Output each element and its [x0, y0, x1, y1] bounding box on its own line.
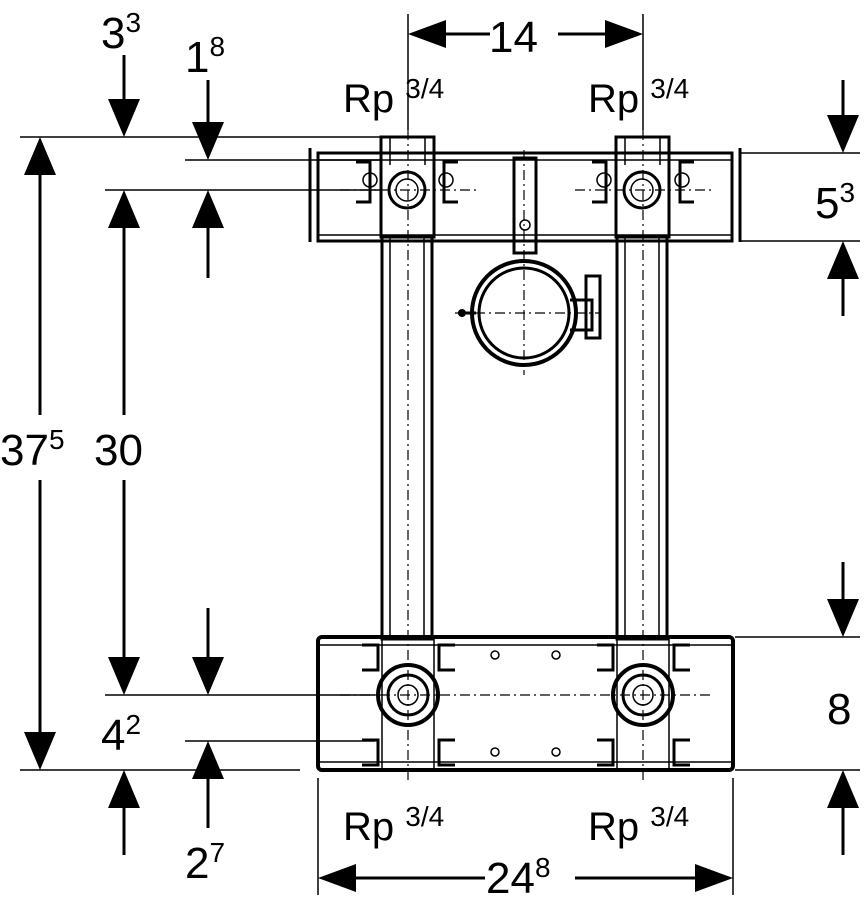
dim-label-14: 14 [489, 13, 538, 62]
top-mounting-rail [308, 148, 742, 243]
thread-label-top-left: Rp 3/4 [343, 73, 444, 121]
dim-label-2-7: 27 [185, 837, 225, 888]
thread-label-bottom-right: Rp 3/4 [588, 801, 689, 849]
dim-label-3-3: 33 [101, 7, 141, 58]
dim-label-1-8: 18 [185, 31, 225, 82]
bottom-housing [316, 635, 735, 772]
pipe-clamp [458, 156, 602, 367]
dim-label-30: 30 [94, 426, 143, 475]
left-pipe [380, 235, 434, 641]
dim-label-8: 8 [827, 685, 851, 734]
center-lines [340, 130, 715, 780]
dim-label-24-8: 248 [486, 852, 551, 900]
dim-label-37-5: 375 [0, 424, 65, 475]
dimension-arrows [24, 20, 859, 892]
dimension-labels: 14 33 18 375 30 53 8 42 27 248 [0, 7, 855, 900]
thread-label-top-right: Rp 3/4 [588, 73, 689, 121]
dim-label-5-3: 53 [815, 177, 855, 228]
thread-label-bottom-left: Rp 3/4 [343, 801, 444, 849]
dim-label-4-2: 42 [101, 709, 141, 760]
top-right-fitting [592, 135, 694, 239]
right-pipe [615, 235, 669, 641]
thread-labels: Rp 3/4 Rp 3/4 Rp 3/4 Rp 3/4 [343, 73, 689, 849]
